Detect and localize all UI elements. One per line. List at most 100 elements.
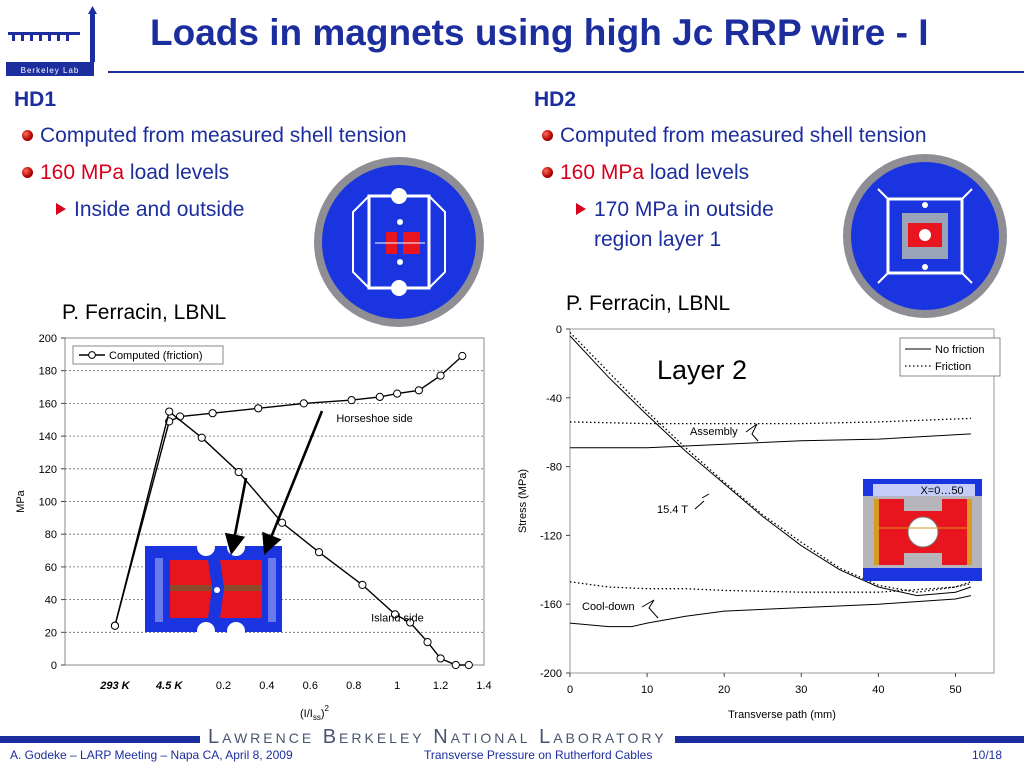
y-tick-label: 80 bbox=[45, 529, 57, 541]
y-tick-label: 200 bbox=[39, 333, 57, 345]
berkeley-lab-logo: Berkeley Lab bbox=[6, 6, 97, 76]
data-point bbox=[314, 548, 324, 557]
legend-box bbox=[899, 337, 1001, 377]
y-tick-label: -40 bbox=[546, 393, 562, 405]
x-tick-label: 0.8 bbox=[346, 680, 361, 692]
hd1-coil-inset bbox=[145, 538, 282, 640]
bullet-dot-icon bbox=[22, 167, 33, 178]
annotation-arrow bbox=[745, 423, 759, 442]
x-tick-label: 10 bbox=[641, 684, 653, 696]
y-tick-label: 140 bbox=[39, 431, 57, 443]
arrow-bullet-icon bbox=[576, 203, 586, 215]
y-tick-label: 40 bbox=[45, 595, 57, 607]
pointer-arrow bbox=[224, 477, 248, 556]
data-point bbox=[254, 404, 263, 413]
arrow-bullet-icon bbox=[56, 203, 66, 215]
hd1-credit: P. Ferracin, LBNL bbox=[62, 301, 227, 324]
data-point bbox=[208, 409, 217, 418]
hd1-magnet-cross-section bbox=[314, 157, 484, 327]
footer-talk-title: Transverse Pressure on Rutherford Cables bbox=[424, 748, 653, 762]
data-point bbox=[299, 399, 308, 408]
assembly-annotation: Assembly bbox=[690, 426, 738, 438]
data-point bbox=[464, 660, 473, 670]
x-axis-label-sub: ss bbox=[313, 713, 321, 720]
data-point bbox=[234, 467, 243, 477]
data-point bbox=[393, 389, 402, 398]
series-line-cool-down bbox=[569, 581, 972, 593]
x-tick-label: 0.4 bbox=[259, 680, 274, 692]
y-tick-label: 20 bbox=[45, 627, 57, 639]
hd2-sub-bullet-cont: region layer 1 bbox=[594, 228, 722, 251]
cooldown-annotation: Cool-down bbox=[582, 601, 635, 613]
chart-title: Layer 2 bbox=[657, 355, 747, 385]
data-point bbox=[197, 433, 206, 442]
data-point bbox=[390, 610, 400, 619]
data-point bbox=[436, 371, 445, 380]
title-rule bbox=[108, 71, 1024, 73]
series-line-15-4-t bbox=[569, 331, 972, 593]
data-point bbox=[406, 618, 415, 627]
x-tick-label: 1.4 bbox=[476, 680, 491, 692]
page-title: Loads in magnets using high Jc RRP wire … bbox=[150, 12, 929, 53]
data-point bbox=[375, 392, 384, 401]
field-annotation: 15.4 T bbox=[657, 504, 688, 516]
legend-marker bbox=[88, 351, 96, 359]
x-tick-label: 0.6 bbox=[303, 680, 318, 692]
legend-label: Friction bbox=[935, 361, 971, 373]
data-point bbox=[423, 638, 432, 647]
y-tick-label: -80 bbox=[546, 462, 562, 474]
x-axis-label: (I/Iss)2 bbox=[300, 704, 330, 720]
hd2-bullet-1: Computed from measured shell tension bbox=[542, 124, 927, 148]
y-tick-label: 100 bbox=[39, 497, 57, 509]
annotation-arrow bbox=[694, 493, 710, 510]
series-line-assembly bbox=[570, 433, 971, 449]
series-annotation: Island side bbox=[371, 613, 424, 625]
hd1-heading: HD1 bbox=[14, 88, 57, 111]
x-tick-label: 50 bbox=[949, 684, 961, 696]
bullet-dot-icon bbox=[22, 130, 33, 141]
series-line-15-4-t bbox=[569, 335, 972, 597]
hd2-sub-bullet: 170 MPa in outside bbox=[576, 198, 774, 222]
temperature-tick-label: 293 K bbox=[99, 680, 130, 692]
y-axis-label: Stress (MPa) bbox=[517, 469, 529, 533]
data-point bbox=[458, 351, 467, 361]
data-point bbox=[165, 407, 174, 416]
x-axis-label-sup: 2 bbox=[325, 704, 330, 713]
x-tick-label: 1 bbox=[394, 680, 400, 692]
y-tick-label: -200 bbox=[540, 668, 562, 680]
x-tick-label: 20 bbox=[718, 684, 730, 696]
data-point bbox=[347, 396, 356, 405]
lab-name: Lawrence Berkeley National Laboratory bbox=[200, 726, 675, 749]
series-line-assembly bbox=[569, 417, 971, 425]
data-point bbox=[436, 654, 445, 663]
x-tick-label: 0.2 bbox=[216, 680, 231, 692]
series-line-cool-down bbox=[569, 595, 972, 628]
y-tick-label: -160 bbox=[540, 599, 562, 611]
hd2-heading: HD2 bbox=[534, 88, 577, 111]
bullet-dot-icon bbox=[542, 167, 553, 178]
legend-label: No friction bbox=[935, 344, 985, 356]
annotation-arrow bbox=[641, 599, 659, 619]
temperature-tick-label: 4.5 K bbox=[155, 680, 183, 692]
x-tick-label: 40 bbox=[872, 684, 884, 696]
hd1-bullet-1: Computed from measured shell tension bbox=[22, 124, 407, 148]
hd2-bullet-2: 160 MPa load levels bbox=[542, 161, 749, 185]
y-tick-label: 60 bbox=[45, 562, 57, 574]
hd1-sub-bullet: Inside and outside bbox=[56, 198, 244, 222]
data-point bbox=[414, 386, 423, 395]
x-axis-label: Transverse path (mm) bbox=[728, 709, 836, 721]
y-axis-label: MPa bbox=[15, 489, 27, 513]
series-annotation: Horseshoe side bbox=[336, 413, 412, 425]
data-point bbox=[451, 660, 460, 670]
y-tick-label: 0 bbox=[51, 660, 57, 672]
hd1-bullet-2: 160 MPa load levels bbox=[22, 161, 229, 185]
x-tick-label: 30 bbox=[795, 684, 807, 696]
logo-text: Berkeley Lab bbox=[21, 66, 80, 75]
hd2-coil-inset: X=0…50 bbox=[863, 479, 982, 581]
y-tick-label: 180 bbox=[39, 366, 57, 378]
footer-page-number: 10/18 bbox=[972, 748, 1003, 762]
hd2-credit: P. Ferracin, LBNL bbox=[566, 292, 731, 315]
data-point bbox=[358, 580, 367, 589]
